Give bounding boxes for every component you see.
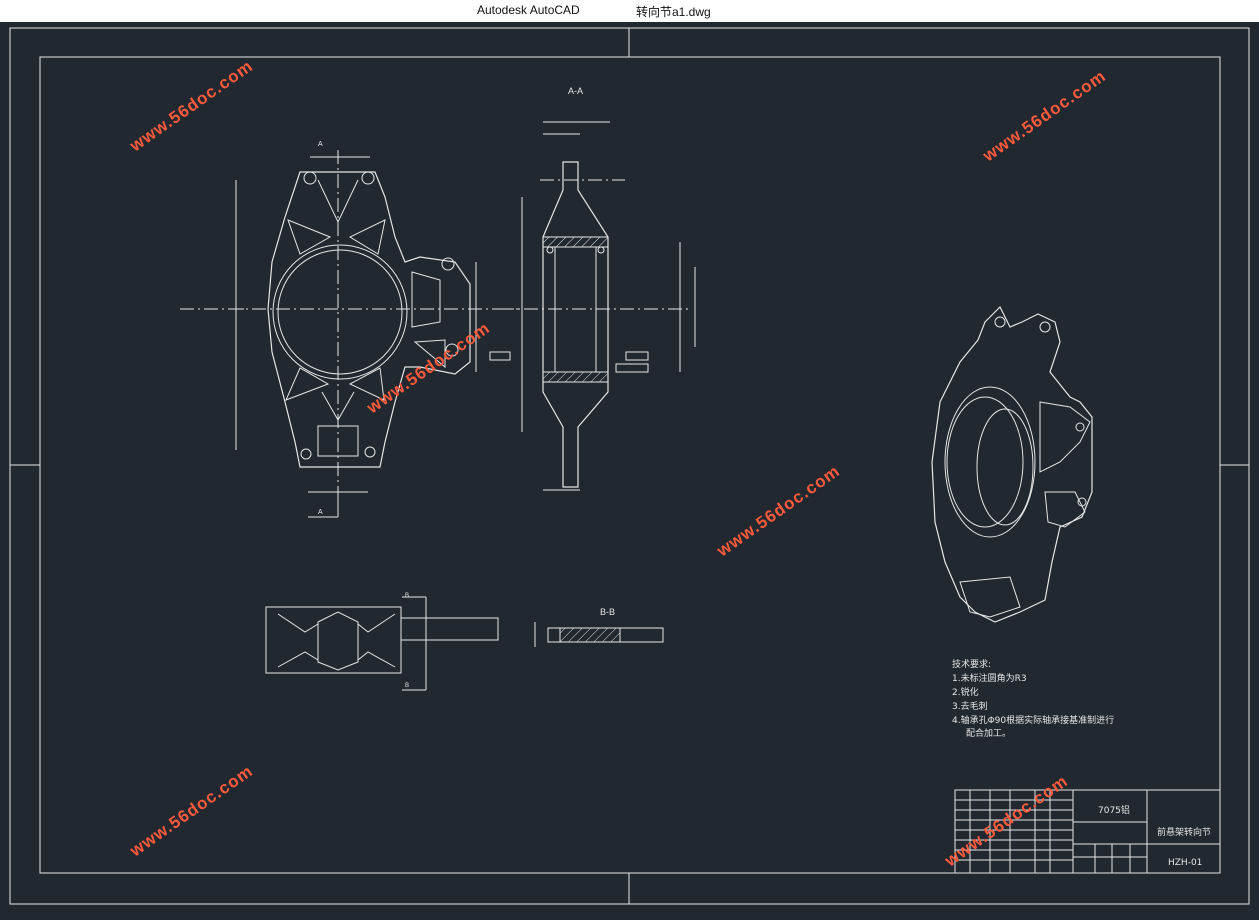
drawing-canvas[interactable]: A-A A A B-B B B 技术要求: 1.未标注圆角为R3 — [0, 22, 1259, 915]
front-view — [180, 150, 520, 518]
bottom-view — [265, 596, 664, 691]
tech-req-item: 配合加工。 — [966, 727, 1011, 739]
tech-req-item: 4.轴承孔Φ90根据实际轴承接基准制进行 — [952, 714, 1114, 726]
section-marker-a-bottom: A — [318, 509, 323, 516]
watermark: www.56doc.com — [126, 761, 257, 861]
tech-req-item: 2.锐化 — [952, 686, 979, 698]
technical-requirements: 技术要求: 1.未标注圆角为R3 2.锐化 3.去毛刺 4.轴承孔Φ90根据实际… — [952, 658, 1114, 739]
watermark: www.56doc.com — [363, 318, 494, 418]
section-bb-label: B-B — [600, 607, 615, 617]
title-block-part-name: 前悬架转向节 — [1157, 826, 1211, 838]
document-title: 转向节a1.dwg — [636, 5, 711, 19]
isometric-view — [931, 305, 1093, 623]
title-block — [954, 789, 1221, 874]
title-block-drawing-number: HZH-01 — [1168, 858, 1202, 868]
app-title: Autodesk AutoCAD — [477, 3, 580, 17]
watermark: www.56doc.com — [713, 461, 844, 561]
section-marker-a-top: A — [318, 141, 323, 148]
window-titlebar: Autodesk AutoCAD 转向节a1.dwg — [0, 0, 1259, 22]
sheet-border — [9, 27, 1250, 905]
section-aa-label: A-A — [568, 86, 583, 96]
watermark: www.56doc.com — [126, 56, 257, 156]
title-block-material: 7075铝 — [1098, 804, 1130, 816]
tech-req-heading: 技术要求: — [952, 658, 991, 670]
watermark: www.56doc.com — [979, 66, 1110, 166]
section-aa-view — [489, 121, 696, 491]
section-marker-b-bottom: B — [405, 683, 409, 689]
tech-req-item: 3.去毛刺 — [952, 700, 988, 712]
watermark: www.56doc.com — [941, 771, 1072, 871]
tech-req-item: 1.未标注圆角为R3 — [952, 672, 1027, 684]
section-marker-b-top: B — [405, 593, 409, 599]
